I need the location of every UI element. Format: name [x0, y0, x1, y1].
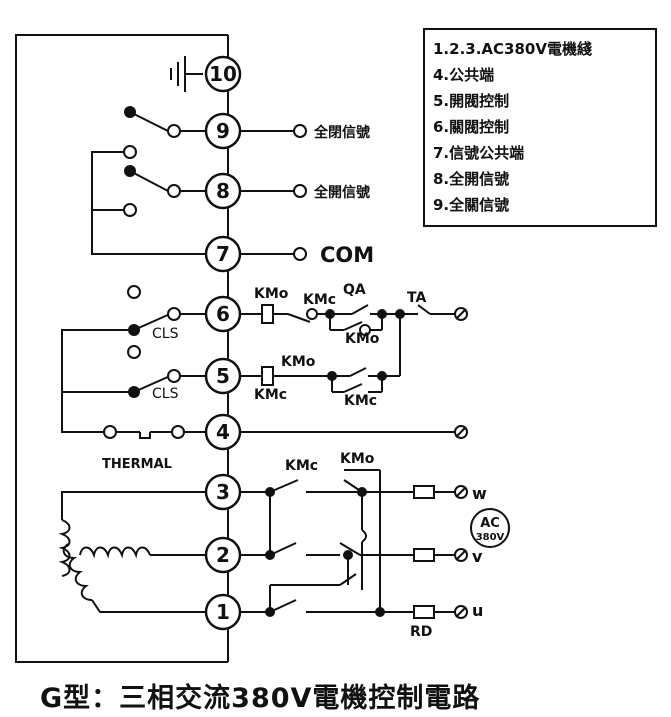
phase-u-label: u: [472, 601, 483, 620]
legend-item-6: 8.全開信號: [433, 170, 510, 188]
terminal-8-label: 8: [216, 179, 230, 203]
terminal-7: [204, 235, 242, 273]
terminal-1: [204, 593, 242, 631]
terminal-2: [204, 536, 242, 574]
kmo-label-5: KMo: [281, 354, 316, 370]
ac-label: AC: [480, 516, 500, 531]
fuse-v: [413, 548, 435, 562]
kmo-label-6b: KMo: [345, 331, 380, 347]
legend-item-5: 7.信號公共端: [433, 144, 525, 162]
terminal-8-output: [293, 184, 307, 198]
terminal-6-label: 6: [216, 302, 230, 326]
legend-box: 1.2.3.AC380V電機綫 4.公共端 5.開閥控制 6.關閥控制 7.信號…: [423, 28, 657, 227]
terminal-6: [204, 295, 242, 333]
terminal-10: [204, 55, 242, 93]
kmc-label-3: KMc: [285, 458, 318, 474]
winding-1: [58, 519, 71, 577]
kmc-label-5a: KMc: [254, 387, 287, 403]
terminal-3: [204, 473, 242, 511]
kmo-coil-5: [261, 366, 274, 386]
com-label: COM: [320, 243, 374, 267]
ac-source: [470, 508, 510, 548]
terminal-9: [204, 112, 242, 150]
terminal-3-label: 3: [216, 480, 230, 504]
kmc-label-6a: KMc: [303, 292, 336, 308]
cls-label-6: CLS: [152, 326, 179, 342]
winding-2: [79, 546, 151, 559]
full-open-signal-label: 全開信號: [313, 184, 370, 201]
terminal-8: [204, 172, 242, 210]
ac-voltage-label: 380V: [476, 532, 505, 543]
legend-item-4: 6.關閥控制: [433, 118, 510, 136]
switch-blade-8: [129, 170, 169, 192]
terminal-9-label: 9: [216, 119, 230, 143]
ta-label: TA: [407, 290, 426, 306]
terminal-4-label: 4: [216, 420, 230, 444]
terminal-5-label: 5: [216, 364, 230, 388]
terminal-5: [204, 357, 242, 395]
cls-blade-5: [133, 375, 171, 393]
legend-item-3: 5.開閥控制: [433, 92, 510, 110]
full-close-signal-label: 全閉信號: [313, 124, 370, 141]
terminal-4: [204, 413, 242, 451]
kmo-label-3: KMo: [340, 451, 375, 467]
cls-label-5: CLS: [152, 386, 179, 402]
phase-v-label: v: [472, 547, 483, 566]
phase-w-label: w: [472, 484, 487, 503]
legend-item-7: 9.全關信號: [433, 196, 510, 214]
kmo-coil-6: [261, 304, 274, 324]
legend-item-2: 4.公共端: [433, 66, 495, 84]
enclosure-outline: [15, 34, 228, 663]
thermal-label: THERMAL: [102, 457, 172, 472]
terminal-2-label: 2: [216, 543, 230, 567]
terminal-9-output: [293, 124, 307, 138]
rd-label: RD: [410, 624, 432, 640]
qa-label: QA: [343, 282, 366, 298]
kmc-label-5b: KMc: [344, 393, 377, 409]
terminal-7-output: [293, 247, 307, 261]
cls-blade-6: [133, 313, 171, 331]
fuse-u: [413, 605, 435, 619]
fuse-w: [413, 485, 435, 499]
diagram-caption: G型：三相交流380V電機控制電路: [40, 683, 481, 714]
thermal-contact: [139, 432, 151, 439]
ground-icon: [170, 56, 203, 92]
winding-3: [62, 543, 93, 601]
terminal-10-label: 10: [209, 62, 237, 86]
terminal-7-label: 7: [216, 242, 230, 266]
kmo-label-6: KMo: [254, 286, 289, 302]
switch-blade-9: [129, 111, 169, 132]
legend-item-1: 1.2.3.AC380V電機綫: [433, 40, 592, 58]
terminal-1-label: 1: [216, 600, 230, 624]
